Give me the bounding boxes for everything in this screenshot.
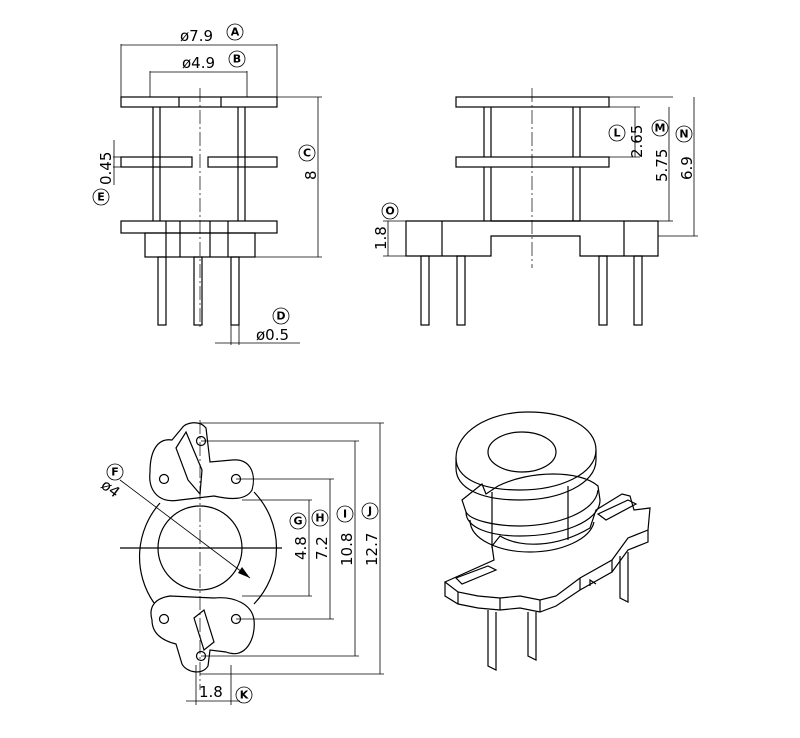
top-pin-tab	[149, 422, 254, 502]
balloon-h	[311, 509, 329, 527]
side-pin-2	[456, 255, 466, 326]
side-pin-3	[598, 255, 608, 326]
front-view: ø7.9 A ø4.9 B 8 C 0.45 E ø0.5 D	[92, 23, 322, 345]
balloon-o	[381, 202, 399, 220]
balloon-g-letter: G	[293, 515, 302, 528]
bottom-view: ø4 F 4.8 G 7.2 H 10.8 I 12.7 J	[98, 420, 384, 705]
dim-l-value: 2.65	[628, 125, 646, 158]
balloon-j	[361, 502, 379, 520]
iso-base	[443, 493, 651, 601]
balloon-e-letter: E	[97, 191, 105, 204]
dim-k-value: 1.8	[199, 683, 223, 701]
balloon-d-letter: D	[276, 310, 285, 323]
balloon-b-letter: B	[233, 53, 241, 66]
balloon-k-letter: K	[240, 689, 249, 702]
balloon-o-letter: O	[385, 205, 394, 218]
balloon-i-letter: I	[343, 508, 347, 521]
dim-h-value: 7.2	[313, 536, 331, 560]
front-top-flange	[120, 96, 278, 108]
dim-n-value: 6.9	[678, 156, 696, 180]
dim-d-value: ø0.5	[256, 326, 289, 344]
side-pin-1	[420, 255, 430, 326]
dim-o-value: 1.8	[372, 226, 390, 250]
balloon-j-letter: J	[367, 505, 372, 518]
pin-hole-4	[158, 613, 170, 625]
front-mid-flange-right	[207, 156, 278, 168]
dim-m-value: 5.75	[653, 149, 671, 182]
balloon-b	[228, 50, 246, 68]
iso-mid-flange	[461, 473, 601, 537]
balloon-h-letter: H	[315, 512, 324, 525]
dim-c-value: 8	[302, 170, 320, 180]
balloon-a	[226, 23, 244, 41]
front-pin-center	[193, 256, 203, 326]
balloon-c-letter: C	[303, 147, 311, 160]
iso-pin-2	[527, 612, 537, 661]
side-base	[405, 220, 659, 257]
front-pin-left	[157, 256, 167, 326]
core-hole	[157, 505, 243, 591]
balloon-n	[675, 125, 693, 143]
balloon-n-letter: N	[679, 128, 688, 141]
dim-j-value: 12.7	[363, 533, 381, 566]
side-pin-4	[633, 255, 643, 326]
pin-hole-3	[158, 473, 170, 485]
balloon-f-letter: F	[111, 466, 119, 479]
bottom-pin-tab	[150, 595, 255, 673]
side-mid-flange	[455, 156, 610, 168]
side-top-flange	[455, 96, 610, 108]
iso-pin-1	[487, 610, 497, 671]
dim-i-value: 10.8	[338, 533, 356, 566]
dim-a-value: ø7.9	[180, 27, 213, 45]
balloon-e	[92, 188, 110, 206]
front-pin-right	[230, 256, 240, 326]
balloon-a-letter: A	[231, 26, 240, 39]
balloon-l-letter: L	[613, 127, 620, 140]
balloon-f	[106, 463, 124, 481]
iso-core-opening	[487, 431, 557, 473]
balloon-d	[272, 307, 290, 325]
balloon-m	[651, 119, 669, 137]
dim-f-value: ø4	[98, 476, 124, 502]
balloon-c	[298, 144, 316, 162]
side-view: 2.65 L 5.75 M 6.9 N 1.8 O	[372, 88, 698, 326]
balloon-m-letter: M	[655, 122, 666, 135]
balloon-i	[336, 505, 354, 523]
balloon-l	[608, 124, 626, 142]
front-bottom-flange	[120, 220, 278, 234]
isometric-view	[443, 411, 651, 671]
iso-top-flange	[455, 411, 597, 501]
dim-b-value: ø4.9	[182, 54, 215, 72]
iso-pin-3	[589, 578, 597, 586]
iso-pin-4	[619, 552, 629, 603]
balloon-k	[235, 686, 253, 704]
dim-g-value: 4.8	[292, 536, 310, 560]
dim-e-value: 0.45	[97, 152, 115, 185]
balloon-g	[289, 512, 307, 530]
front-mid-flange-left	[120, 156, 193, 168]
